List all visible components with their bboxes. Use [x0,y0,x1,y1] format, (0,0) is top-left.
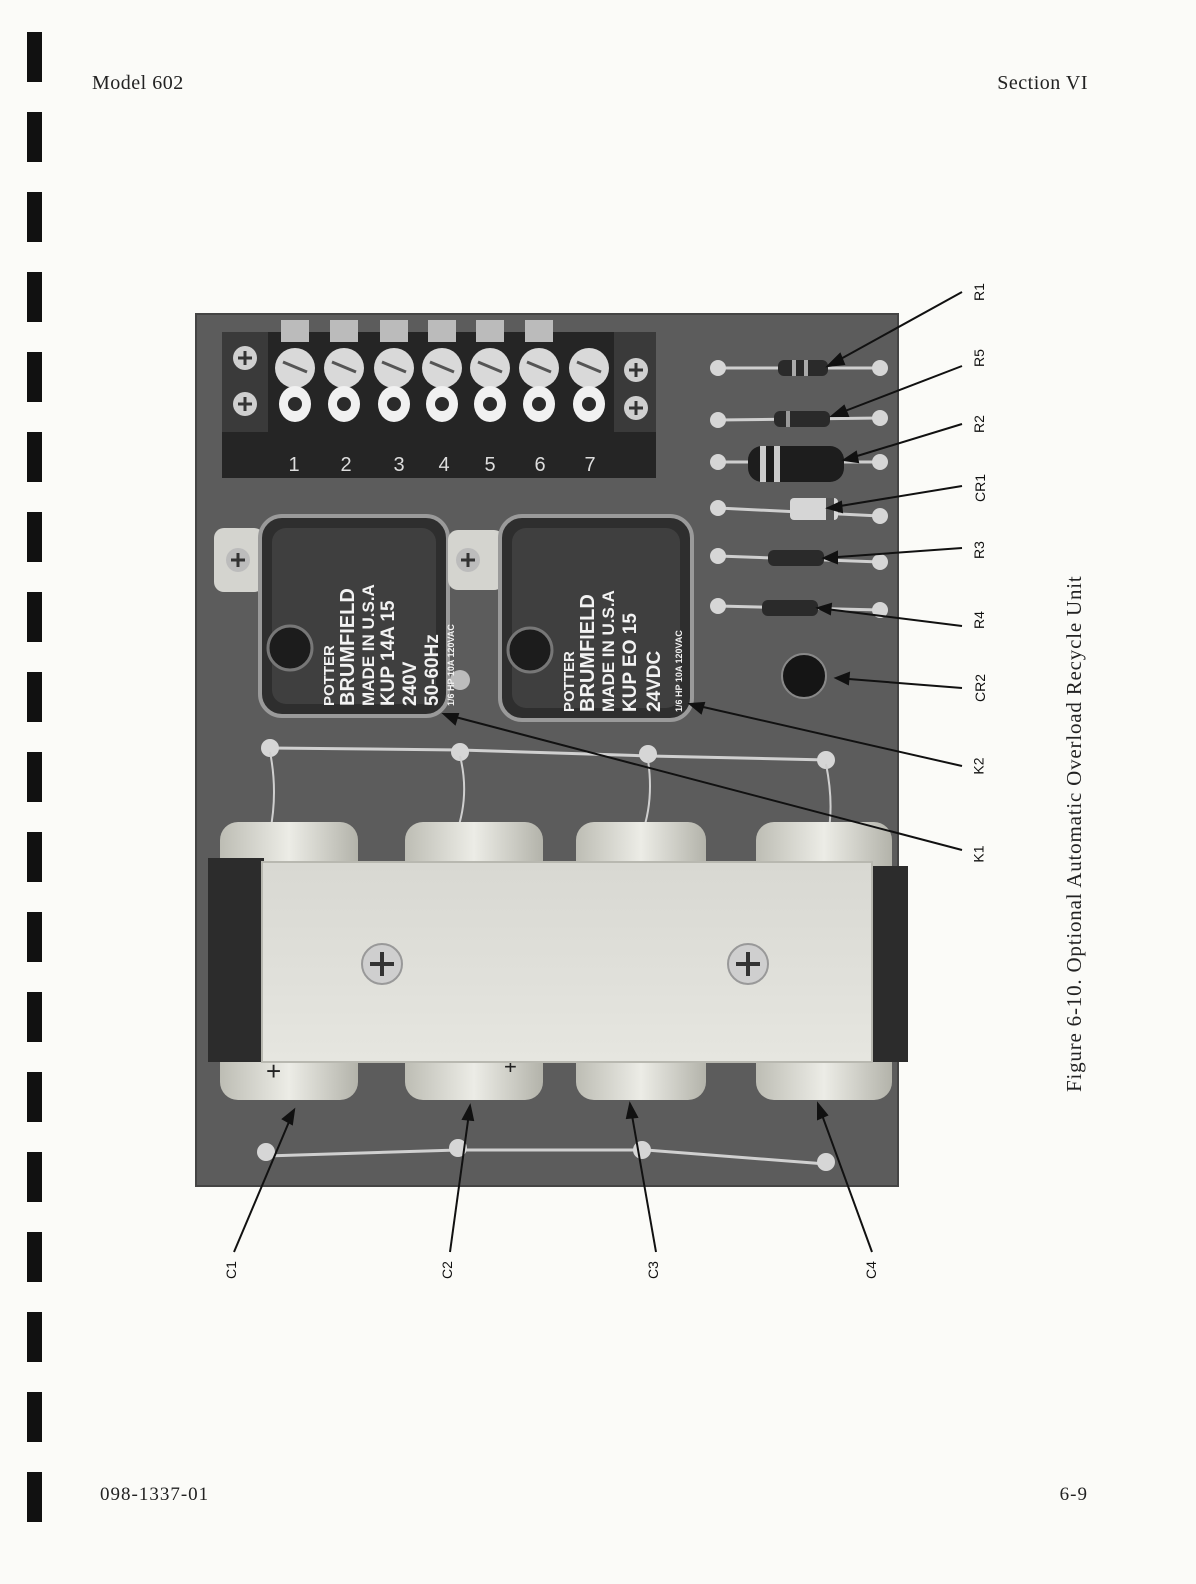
callout-cr2: CR2 [972,673,989,703]
relay-k1-marking: BRUMFIELD [337,588,359,706]
relay-k1-marking: KUP 14A 15 [378,600,399,706]
terminal-block: 1 2 3 4 5 6 7 [222,320,656,478]
callout-k2: K2 [970,757,987,775]
terminal-number: 1 [288,454,299,476]
relay-k1-marking: 50-60Hz [422,634,443,706]
binding-mark [27,1472,42,1522]
relay-k2-marking: 1/6 HP 10A 120VAC [674,630,684,712]
terminal-number: 7 [584,454,595,476]
callout-k1: K1 [970,845,987,863]
relay-k2-marking: 24VDC [644,650,665,712]
binding-mark [27,352,42,402]
resistor-column [710,360,888,699]
binding-mark [27,832,42,882]
binding-mark [27,752,42,802]
binding-mark [27,672,42,722]
relay-k1-marking: 240V [400,661,421,706]
binding-mark [27,192,42,242]
callout-r1: R1 [970,283,987,301]
callout-r3: R3 [970,541,987,559]
relay-k1-marking: MADE IN U.S.A [359,584,378,706]
terminal-number: 6 [534,454,545,476]
relay-k2-marking: MADE IN U.S.A [599,590,618,712]
callout-r2: R2 [970,415,987,433]
footer-page-number: 6-9 [1059,1484,1088,1505]
binding-mark [27,272,42,322]
terminal-number: 5 [484,454,495,476]
header-section: Section VI [997,72,1088,94]
terminal-number: 4 [438,454,449,476]
binding-mark [27,1072,42,1122]
callout-c2: C2 [438,1261,455,1279]
terminal-number: 2 [340,454,351,476]
binding-mark [27,992,42,1042]
header-model: Model 602 [92,72,184,94]
cr2-lamp [781,653,827,699]
binding-mark [27,1232,42,1282]
footer-doc-number: 098-1337-01 [100,1484,210,1505]
callout-cr1: CR1 [972,473,989,503]
binding-mark [27,32,42,82]
binding-mark [27,1312,42,1362]
relay-k2-marking: BRUMFIELD [577,594,599,712]
callout-r5: R5 [970,349,987,367]
terminal-number: 3 [393,454,404,476]
relay-k1: POTTER BRUMFIELD MADE IN U.S.A KUP 14A 1… [214,514,470,718]
relay-k2-marking: POTTER [561,651,578,712]
binding-mark [27,512,42,562]
binding-mark [27,432,42,482]
relay-k1-marking: POTTER [321,645,338,706]
callout-c1: C1 [222,1261,239,1279]
binding-mark [27,592,42,642]
capacitor-bracket [208,858,908,1063]
figure-caption: Figure 6-10. Optional Automatic Overload… [1062,575,1086,1092]
callout-c3: C3 [644,1261,661,1279]
relay-k1-marking: 1/6 HP 10A 120VAC [446,624,456,706]
binding-mark [27,1152,42,1202]
relay-k2-marking: KUP EO 15 [620,613,641,712]
callout-c4: C4 [862,1261,879,1279]
binding-mark [27,1392,42,1442]
binding-mark [27,112,42,162]
binding-mark [27,912,42,962]
callout-leaders [233,291,963,1253]
callout-r4: R4 [970,611,987,629]
relay-k2: POTTER BRUMFIELD MADE IN U.S.A KUP EO 15… [448,514,694,722]
svg-text:+: + [266,1056,281,1086]
